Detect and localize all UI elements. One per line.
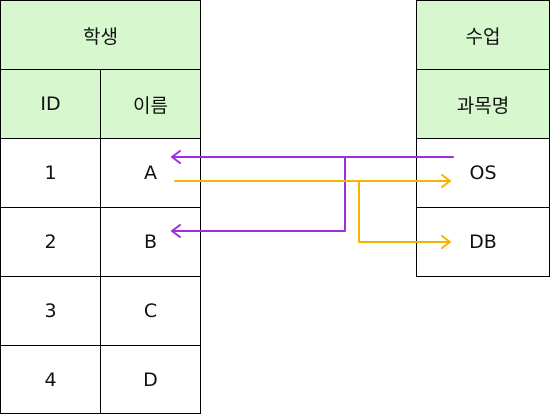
arrow-a-to-db	[358, 180, 451, 243]
course-row-os: OS	[416, 138, 550, 208]
student-row-4-id: 4	[0, 345, 101, 414]
course-table-title: 수업	[416, 0, 550, 70]
student-row-1-name: A	[100, 138, 201, 208]
student-row-2-name: B	[100, 207, 201, 277]
student-table-title: 학생	[0, 0, 201, 70]
arrow-os-to-b	[171, 156, 346, 232]
arrowhead-a-to-os	[441, 174, 451, 188]
student-col-name: 이름	[100, 69, 201, 139]
arrowhead-os-to-a	[171, 150, 181, 164]
arrowhead-os-to-b	[171, 224, 181, 238]
student-col-id: ID	[0, 69, 101, 139]
student-row-3-name: C	[100, 276, 201, 346]
arrowhead-a-to-db	[441, 235, 451, 249]
student-row-4-name: D	[100, 345, 201, 414]
course-col-subject: 과목명	[416, 69, 550, 139]
